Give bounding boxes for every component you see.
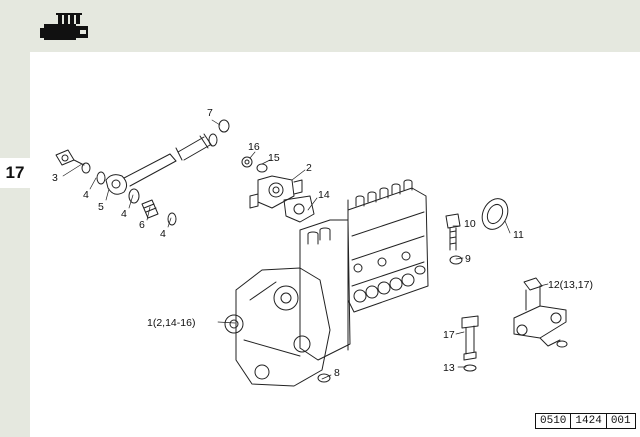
hand-primer-plunger [461,315,479,372]
doc-id-part: 001 [605,414,635,428]
callout-4: 4 [121,208,127,220]
leader-lines [62,119,549,380]
hollow-screw [445,213,463,265]
governor-housing [224,267,331,387]
callout-9: 9 [465,253,471,265]
doc-id-part: 1424 [570,414,605,428]
callout-15: 15 [268,152,280,164]
injection-pump-icon [40,13,88,40]
callout-3: 3 [52,172,58,184]
callout-14: 14 [318,189,330,201]
pump-elements [353,251,415,303]
callout-1: 1(2,14-16) [147,317,195,329]
callout-4: 4 [160,228,166,240]
callout-5: 5 [98,201,104,213]
seal-ring [481,198,509,230]
callout-8: 8 [334,367,340,379]
callout-labels: 7 16 15 2 3 4 5 4 6 4 14 10 11 9 12(13,1… [52,107,593,379]
callout-11: 11 [513,229,524,241]
fuel-pipe-assembly [55,119,230,226]
section-number: 17 [0,158,30,188]
callout-13: 13 [443,362,455,374]
header-band [0,0,640,52]
section-margin [0,52,30,437]
injection-pump-body [299,179,429,361]
callout-6: 6 [139,219,145,231]
banjo-union [241,156,315,223]
callout-17: 17 [443,329,455,341]
feed-pump [513,277,568,348]
document-number: 0510 1424 001 [535,413,636,429]
callout-16: 16 [248,141,260,153]
callout-10: 10 [464,218,476,230]
callout-2: 2 [306,162,312,174]
callout-7: 7 [207,107,213,119]
delivery-valves [307,179,413,245]
callout-4: 4 [83,189,89,201]
callout-12: 12(13,17) [548,279,593,291]
doc-id-part: 0510 [540,415,567,427]
